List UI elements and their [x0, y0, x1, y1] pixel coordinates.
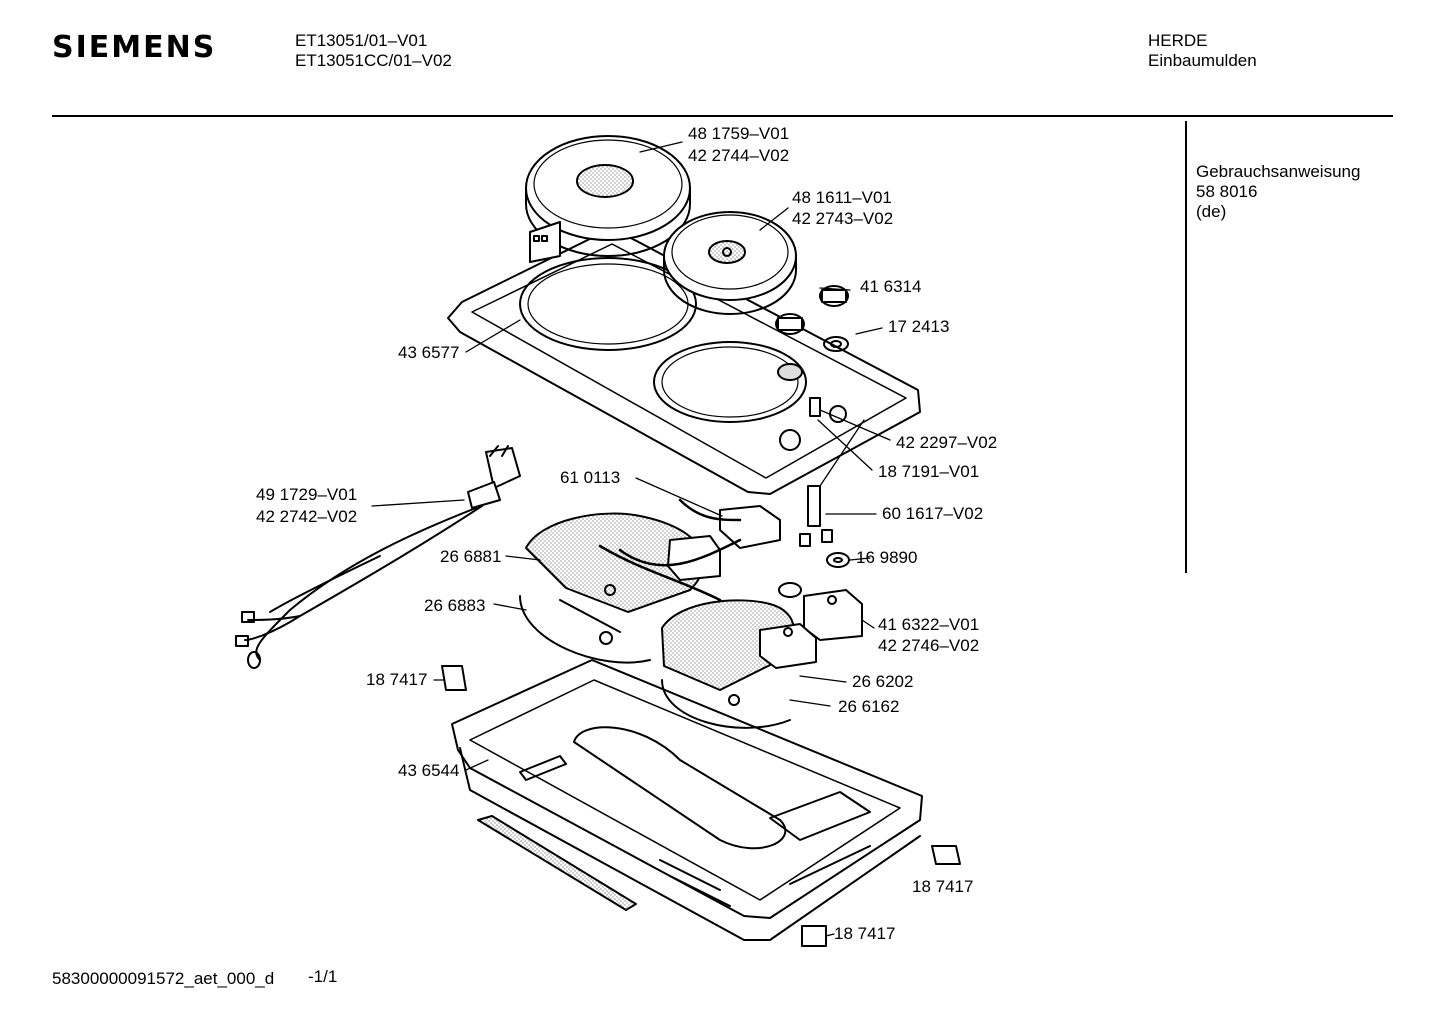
model-number-1: ET13051/01–V01 [295, 31, 428, 50]
control-knobs [775, 285, 849, 335]
part-label-lamp-holder: 18 7191–V01 [878, 462, 980, 481]
doc-title: Gebrauchsanweisung [1196, 162, 1361, 181]
category-label: HERDE [1148, 31, 1208, 50]
bezel-ring [823, 336, 849, 352]
clip [801, 925, 827, 947]
part-label-large-hotplate-v02: 42 2744–V02 [688, 146, 790, 165]
part-label-clip-right: 18 7417 [912, 877, 974, 896]
part-label-energy-regulator: 41 6322–V01 [878, 615, 980, 634]
part-label-temperature-limiter: 60 1617–V02 [882, 504, 984, 523]
leader-lines [371, 141, 891, 937]
sidebar-rule [1185, 121, 1187, 573]
part-label-indicator-lamp: 42 2297–V02 [896, 433, 998, 452]
bottom-housing [451, 659, 923, 941]
part-label-bezel-ring: 17 2413 [888, 317, 950, 336]
subcategory-label: Einbaumulden [1148, 51, 1257, 70]
model-number-2: ET13051CC/01–V02 [295, 51, 452, 70]
part-label-clip-bottom: 18 7417 [834, 924, 896, 943]
washer [826, 552, 850, 568]
clip [931, 845, 961, 865]
energy-regulators [759, 589, 863, 669]
temperature-limiter [807, 485, 821, 527]
part-label-small-hotplate: 48 1611–V01 [792, 188, 892, 207]
part-label-clip-left: 18 7417 [366, 670, 428, 689]
small-hotplate [663, 211, 797, 315]
part-label-heat-shield-right-lower: 26 6162 [838, 697, 900, 716]
part-label-bottom-housing: 43 6544 [398, 761, 460, 780]
part-label-mains-cable: 49 1729–V01 [256, 485, 358, 504]
part-label-heat-shield-lower: 26 6883 [424, 596, 486, 615]
part-label-terminal-block: 61 0113 [560, 468, 621, 487]
mains-cable [235, 445, 521, 669]
terminal-blocks [598, 498, 781, 602]
part-label-energy-regulator-v02: 42 2746–V02 [878, 636, 980, 655]
doc-number: 58 8016 [1196, 182, 1258, 201]
doc-language: (de) [1196, 202, 1227, 221]
part-label-mains-cable-v02: 42 2742–V02 [256, 507, 358, 526]
document-id: 58300000091572_aet_000_d [52, 969, 275, 988]
clip [441, 665, 467, 691]
part-label-knob: 41 6314 [860, 277, 922, 296]
seal-strip [477, 815, 637, 911]
part-label-heat-shield-right: 26 6202 [852, 672, 914, 691]
part-label-large-hotplate: 48 1759–V01 [688, 124, 790, 143]
part-label-small-hotplate-v02: 42 2743–V02 [792, 209, 894, 228]
page-number: -1/1 [308, 967, 338, 986]
large-hotplate [525, 135, 691, 263]
indicator-lamp [809, 397, 821, 417]
part-label-cooktop-plate: 43 6577 [398, 343, 460, 362]
part-label-heat-shield-left: 26 6881 [440, 547, 502, 566]
brand-logo: SIEMENS [52, 30, 217, 65]
part-label-washer: 16 9890 [856, 548, 918, 567]
header-rule [52, 115, 1393, 117]
heat-shield-left [519, 512, 705, 664]
